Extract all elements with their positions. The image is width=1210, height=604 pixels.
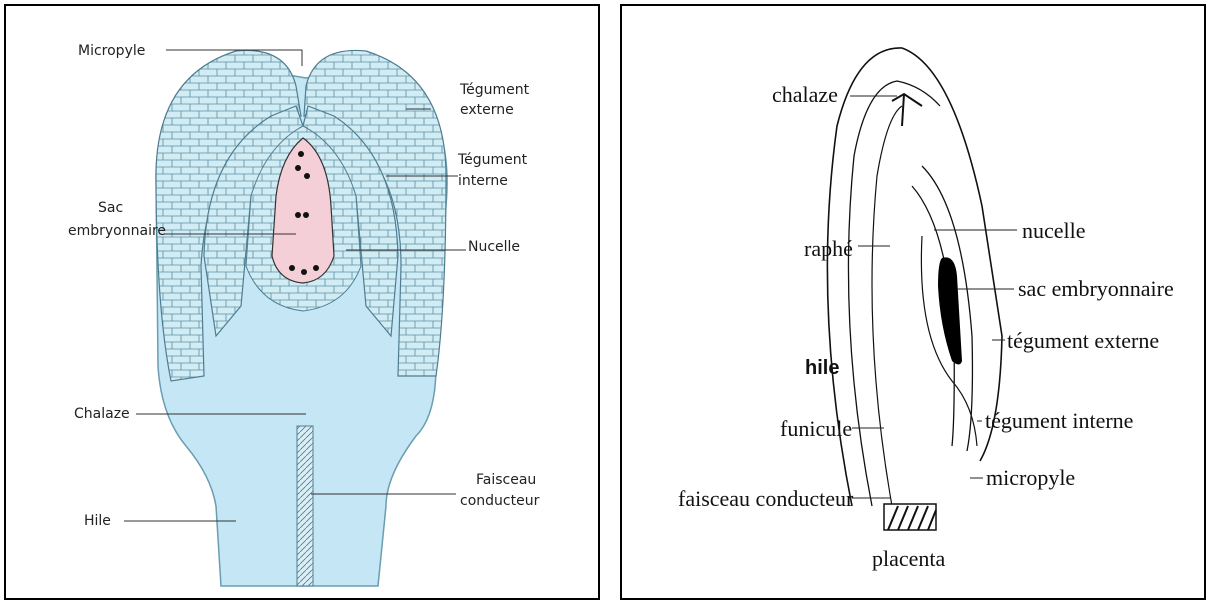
label-faisceau-2: conducteur xyxy=(460,493,540,509)
label-funicule: funicule xyxy=(780,416,852,441)
label-tegument-externe-1: Tégument xyxy=(459,82,530,98)
leader-lines xyxy=(850,96,1017,498)
chalaze-mark xyxy=(892,94,922,126)
label-tegument-interne-2: interne xyxy=(458,173,508,189)
inner-line xyxy=(872,106,902,506)
label-tegument-interne-1: Tégument xyxy=(457,152,528,168)
label-tegument-externe: tégument externe xyxy=(1007,328,1159,353)
label-tegument-interne: tégument interne xyxy=(985,408,1133,433)
label-sac-2: embryonnaire xyxy=(68,223,166,239)
label-micropyle: Micropyle xyxy=(78,43,145,59)
label-tegument-externe-2: externe xyxy=(460,102,514,118)
label-raphe: raphé xyxy=(804,236,853,261)
label-nucelle: Nucelle xyxy=(468,239,520,255)
raphe-line xyxy=(848,81,940,506)
label-chalaze: chalaze xyxy=(772,82,838,107)
placenta-hatch xyxy=(884,504,936,530)
label-chalaze: Chalaze xyxy=(74,406,130,422)
vascular-bundle xyxy=(297,426,313,586)
label-faisceau-1: Faisceau xyxy=(476,472,536,488)
label-faisceau-conducteur: faisceau conducteur xyxy=(678,486,854,511)
orthotropic-ovule-diagram: Micropyle Tégument externe Tégument inte… xyxy=(6,6,598,598)
label-placenta: placenta xyxy=(872,546,946,571)
label-sac-1: Sac xyxy=(98,200,123,216)
right-ovule-diagram-panel: chalaze nucelle raphé sac embryonnaire t… xyxy=(620,4,1206,600)
label-nucelle: nucelle xyxy=(1022,218,1086,243)
anatropic-ovule-diagram: chalaze nucelle raphé sac embryonnaire t… xyxy=(622,6,1204,598)
label-hile: hile xyxy=(805,357,839,379)
label-sac-embryonnaire: sac embryonnaire xyxy=(1018,276,1174,301)
label-micropyle: micropyle xyxy=(986,465,1075,490)
left-ovule-diagram-panel: Micropyle Tégument externe Tégument inte… xyxy=(4,4,600,600)
label-hile: Hile xyxy=(84,513,111,529)
embryo-sac xyxy=(938,257,962,364)
